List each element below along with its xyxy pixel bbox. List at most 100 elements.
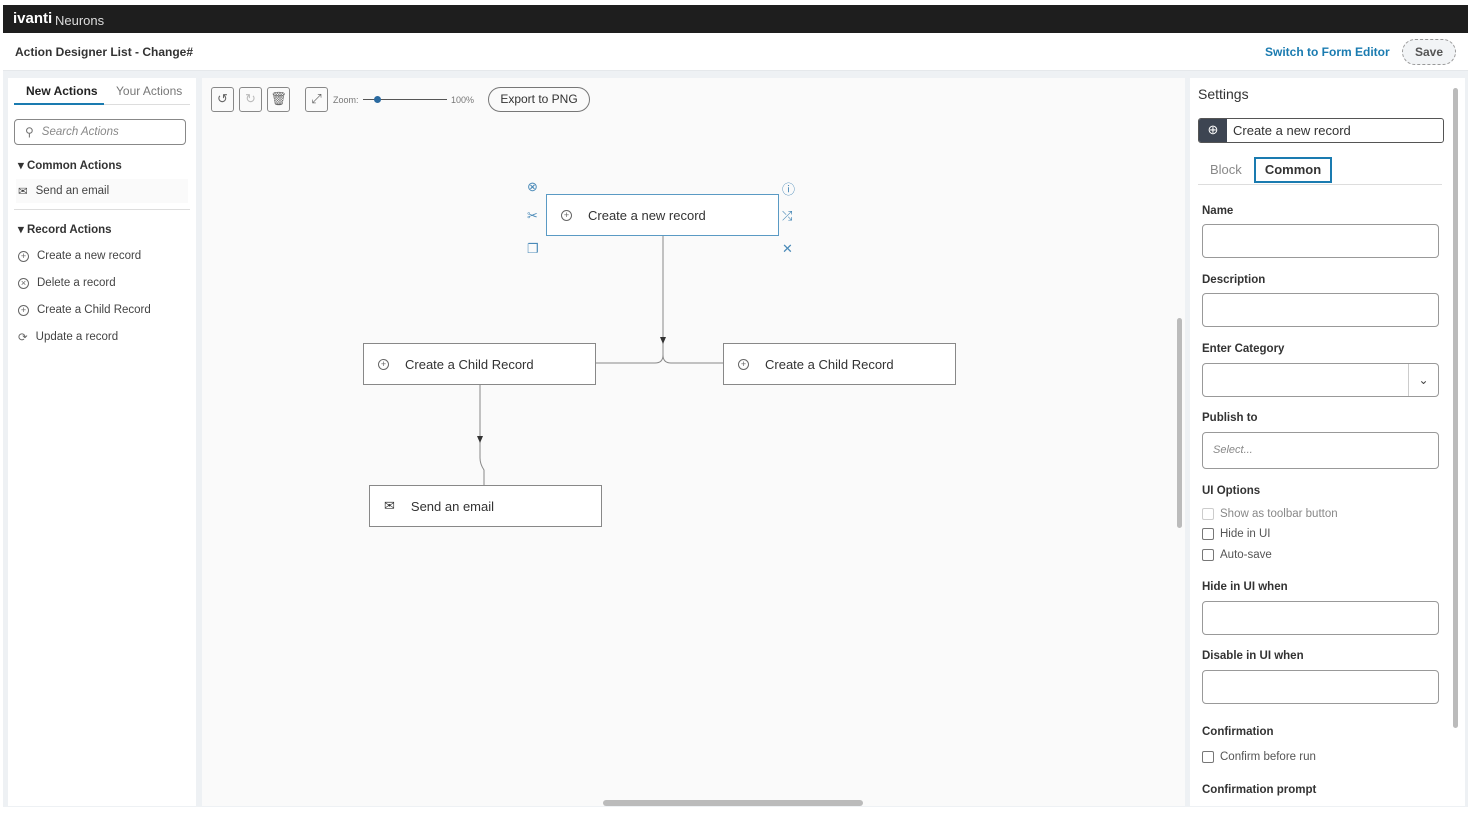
checkbox-label: Show as toolbar button <box>1220 508 1338 520</box>
chevron-down-icon: ⌄ <box>1408 364 1438 396</box>
auto-save-checkbox[interactable]: Auto-save <box>1202 549 1272 561</box>
item-label: Delete a record <box>37 277 116 289</box>
group-label: Record Actions <box>26 224 112 236</box>
hide-when-input[interactable] <box>1202 601 1439 635</box>
publish-select[interactable]: Select... <box>1202 432 1439 469</box>
name-input[interactable] <box>1202 224 1439 258</box>
checkbox-box <box>1202 508 1214 520</box>
name-label: Name <box>1202 205 1234 217</box>
node-send-email[interactable]: ✉ Send an email <box>369 485 602 527</box>
refresh-icon: ⟳ <box>18 332 28 344</box>
tab-new-actions[interactable]: New Actions <box>26 84 98 98</box>
envelope-icon: ✉ <box>384 498 395 513</box>
ui-options-label: UI Options <box>1202 485 1261 497</box>
plus-circle-icon: + <box>18 250 29 262</box>
canvas-vertical-scrollbar[interactable] <box>1177 318 1182 528</box>
selected-block-name: Create a new record <box>1233 123 1351 138</box>
redo-button[interactable]: ↻ <box>239 87 262 112</box>
copy-icon[interactable]: ❐ <box>527 241 539 256</box>
category-select[interactable]: ⌄ <box>1202 363 1439 397</box>
close-circle-icon[interactable]: ⊗ <box>527 179 538 194</box>
product-name: Neurons <box>55 13 105 28</box>
switch-to-form-editor-link[interactable]: Switch to Form Editor <box>1265 45 1390 59</box>
publish-label: Publish to <box>1202 412 1258 424</box>
selected-block-header: ⊕ Create a new record <box>1198 118 1444 143</box>
action-delete-record[interactable]: × Delete a record <box>16 271 188 295</box>
settings-title: Settings <box>1198 86 1249 102</box>
zoom-slider-handle[interactable] <box>374 96 381 103</box>
caret-down-icon: ▾ <box>18 160 27 172</box>
action-create-child-record[interactable]: +Create a Child Record <box>16 298 188 322</box>
node-create-child-record-left[interactable]: + Create a Child Record <box>363 343 596 385</box>
node-create-new-record[interactable]: +Create a new record <box>546 194 779 236</box>
disable-when-input[interactable] <box>1202 670 1439 704</box>
search-placeholder: Search Actions <box>41 126 119 138</box>
action-create-record[interactable]: + Create a new record <box>16 244 188 268</box>
x-circle-icon: × <box>18 277 29 289</box>
zoom-label: Zoom: <box>333 95 359 105</box>
delete-button[interactable]: 🗑 <box>267 87 290 112</box>
description-input[interactable] <box>1202 293 1439 327</box>
active-tab-indicator <box>14 103 104 105</box>
top-bar: ivanti Neurons <box>3 5 1468 33</box>
group-label: Common Actions <box>26 160 122 172</box>
show-toolbar-checkbox[interactable]: Show as toolbar button <box>1202 508 1338 520</box>
group-common-actions[interactable]: ▾ Common Actions <box>18 158 122 172</box>
description-label: Description <box>1202 274 1266 286</box>
connector-down <box>479 384 485 485</box>
checkbox-label: Auto-save <box>1220 549 1272 561</box>
tab-divider <box>104 104 190 105</box>
tab-divider <box>1198 184 1442 185</box>
export-png-button[interactable]: Export to PNG <box>488 87 590 112</box>
caret-down-icon: ▾ <box>18 224 27 236</box>
item-label: Update a record <box>35 331 119 343</box>
fit-screen-button[interactable]: ⤢ <box>305 87 328 112</box>
search-icon: ⚲ <box>25 125 34 139</box>
action-send-email[interactable]: ✉ Send an email <box>16 179 188 203</box>
node-label: Send an email <box>410 498 495 514</box>
tab-common[interactable]: Common <box>1254 157 1332 183</box>
tab-block[interactable]: Block <box>1210 162 1242 177</box>
action-update-record[interactable]: ⟳ Update a record <box>16 325 188 349</box>
connector-right <box>662 354 723 364</box>
envelope-icon: ✉ <box>18 186 28 198</box>
confirmation-prompt-label: Confirmation prompt <box>1202 784 1317 796</box>
plus-circle-icon: + <box>738 358 749 370</box>
disable-when-label: Disable in UI when <box>1202 650 1304 662</box>
checkbox-box <box>1202 528 1214 540</box>
tab-your-actions[interactable]: Your Actions <box>116 84 183 98</box>
brand-logo: ivanti <box>13 10 53 27</box>
arrow-head <box>660 337 666 344</box>
arrow-head <box>477 436 483 443</box>
expand-icon: ⤢ <box>311 91 322 106</box>
item-label: Send an email <box>35 185 110 197</box>
hide-in-ui-checkbox[interactable]: Hide in UI <box>1202 528 1271 540</box>
hide-when-label: Hide in UI when <box>1202 581 1288 593</box>
node-create-child-record-right[interactable]: + Create a Child Record <box>723 343 956 385</box>
fullscreen-icon[interactable]: ✕ <box>782 241 793 256</box>
info-icon[interactable]: ⓘ <box>782 182 796 197</box>
zoom-slider[interactable] <box>363 99 447 100</box>
checkbox-box <box>1202 549 1214 561</box>
plus-circle-icon: + <box>378 358 389 370</box>
horizontal-scrollbar[interactable] <box>603 800 863 806</box>
checkbox-label: Hide in UI <box>1220 528 1271 540</box>
confirm-before-run-checkbox[interactable]: Confirm before run <box>1202 751 1316 763</box>
divider <box>14 209 190 210</box>
shuffle-icon[interactable]: ⤮ <box>782 208 793 223</box>
settings-scrollbar[interactable] <box>1453 88 1458 728</box>
search-input[interactable]: ⚲ Search Actions <box>14 119 186 145</box>
item-label: Create a new record <box>37 250 142 262</box>
trash-icon: 🗑 <box>270 91 287 106</box>
checkbox-box <box>1202 751 1214 763</box>
undo-button[interactable]: ↺ <box>211 87 234 112</box>
category-label: Enter Category <box>1202 343 1285 355</box>
scissors-icon[interactable]: ✂ <box>527 208 538 223</box>
node-label: Create a Child Record <box>405 356 534 372</box>
connector-left <box>596 236 664 364</box>
group-record-actions[interactable]: ▾ Record Actions <box>18 222 112 236</box>
save-button[interactable]: Save <box>1402 39 1456 65</box>
confirmation-label: Confirmation <box>1202 726 1274 738</box>
node-label: Create a Child Record <box>765 356 894 372</box>
